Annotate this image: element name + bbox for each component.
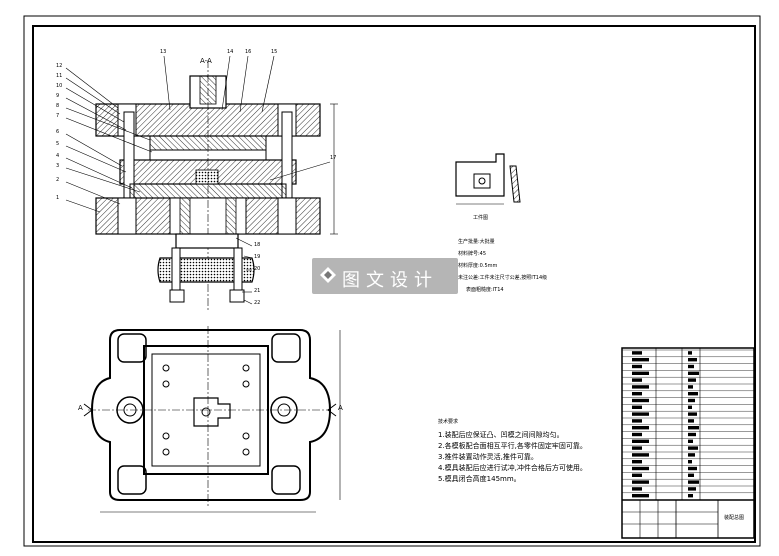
bom-cell-text xyxy=(632,371,649,375)
part-number-19: 19 xyxy=(254,254,261,260)
part-number-15: 15 xyxy=(271,49,278,55)
bom-cell-text xyxy=(688,446,698,450)
bom-cell-text xyxy=(688,453,695,457)
bom-cell-text xyxy=(688,466,697,471)
watermark: 图文设计 xyxy=(312,258,458,294)
part-number-16: 16 xyxy=(245,49,252,55)
bom-cell-text xyxy=(688,405,692,409)
tech-requirements-title: 技术要求 xyxy=(438,419,459,425)
part-number-22: 22 xyxy=(254,300,261,306)
bom-cell-text xyxy=(688,460,692,464)
bom-cell-text xyxy=(688,378,696,382)
bom-cell-text xyxy=(688,371,699,375)
tech-requirement-item: 5.模具闭合高度145mm。 xyxy=(438,475,521,483)
part-sketch xyxy=(455,153,521,205)
part-number-17: 17 xyxy=(330,155,337,161)
part-number-9: 9 xyxy=(56,93,60,99)
part-number-1: 1 xyxy=(56,195,60,201)
tech-requirement-item: 4.模具装配后应进行试冲,冲件合格后方可使用。 xyxy=(438,464,587,472)
tech-requirement-item: 3.推件装置动作灵活,推件可靠。 xyxy=(438,453,538,461)
bom-table xyxy=(622,349,754,498)
part-number-12: 12 xyxy=(56,63,63,69)
part-info-line: 材料厚度:0.5mm xyxy=(458,263,498,269)
part-info-line: 表面粗糙度:IT14 xyxy=(466,287,504,293)
part-number-11: 11 xyxy=(56,73,63,79)
part-info-line: 生产批量:大批量 xyxy=(458,239,495,245)
bom-cell-text xyxy=(632,358,649,362)
bom-cell-text xyxy=(688,364,694,369)
part-number-8: 8 xyxy=(56,103,60,109)
bom-cell-text xyxy=(688,419,694,423)
bom-cell-text xyxy=(632,432,642,437)
inner-frame xyxy=(32,25,756,543)
section-view-a-a xyxy=(65,55,338,310)
bom-cell-text xyxy=(632,392,642,396)
view-marker-right: A xyxy=(338,404,343,412)
bom-cell-text xyxy=(632,480,649,484)
title-block xyxy=(621,347,755,539)
section-label: A-A xyxy=(200,57,212,65)
title-block-title: 装配总图 xyxy=(724,515,745,521)
bom-cell-text xyxy=(688,432,696,437)
bom-cell-text xyxy=(632,446,642,450)
plan-view xyxy=(83,326,341,513)
bom-cell-text xyxy=(688,494,693,498)
bom-cell-text xyxy=(632,398,649,403)
watermark-text: 图文设计 xyxy=(342,270,438,291)
bom-cell-text xyxy=(688,480,699,484)
part-info-line: 材料牌号:45 xyxy=(458,251,487,257)
view-marker-left: A xyxy=(78,404,83,412)
part-number-2: 2 xyxy=(56,177,60,183)
watermark-logo-icon xyxy=(320,267,336,283)
bom-cell-text xyxy=(632,426,649,430)
bom-cell-text xyxy=(632,460,642,464)
bom-cell-text xyxy=(688,473,694,477)
tech-requirement-item: 2.各模板配合面相互平行,各零件固定牢固可靠。 xyxy=(438,442,587,450)
bom-cell-text xyxy=(688,358,697,362)
bom-cell-text xyxy=(688,351,692,355)
bom-cell-text xyxy=(632,351,642,355)
part-number-21: 21 xyxy=(254,288,261,294)
bom-cell-text xyxy=(688,385,693,389)
bom-cell-text xyxy=(632,494,649,498)
part-number-7: 7 xyxy=(56,113,60,119)
bom-cell-text xyxy=(632,405,642,409)
bom-cell-text xyxy=(688,412,697,416)
bom-cell-text xyxy=(632,466,649,471)
part-number-20: 20 xyxy=(254,266,261,272)
bom-cell-text xyxy=(632,453,649,457)
part-number-14: 14 xyxy=(227,49,234,55)
bom-cell-text xyxy=(632,412,649,416)
bom-cell-text xyxy=(632,419,642,423)
bom-cell-text xyxy=(688,439,693,443)
bom-cell-text xyxy=(688,426,699,430)
bom-cell-text xyxy=(688,487,696,491)
bom-cell-text xyxy=(632,473,642,477)
part-sketch-caption: 工件图 xyxy=(473,215,489,221)
part-number-13: 13 xyxy=(160,49,167,55)
part-number-5: 5 xyxy=(56,141,60,147)
bom-cell-text xyxy=(632,487,642,491)
bom-cell-text xyxy=(632,439,649,443)
part-number-10: 10 xyxy=(56,83,63,89)
bom-cell-text xyxy=(688,398,695,403)
bom-cell-text xyxy=(632,385,649,389)
part-number-6: 6 xyxy=(56,129,60,135)
bom-cell-text xyxy=(632,378,642,382)
tech-requirement-item: 1.装配后应保证凸、凹模之间间隙均匀。 xyxy=(438,431,564,439)
part-number-18: 18 xyxy=(254,242,261,248)
bom-cell-text xyxy=(632,364,642,369)
bom-cell-text xyxy=(688,392,698,396)
outer-border xyxy=(23,15,761,547)
part-number-3: 3 xyxy=(56,163,60,169)
part-info-line: 未注公差:工件未注尺寸公差,按照IT14级 xyxy=(458,275,548,281)
part-number-4: 4 xyxy=(56,153,60,159)
